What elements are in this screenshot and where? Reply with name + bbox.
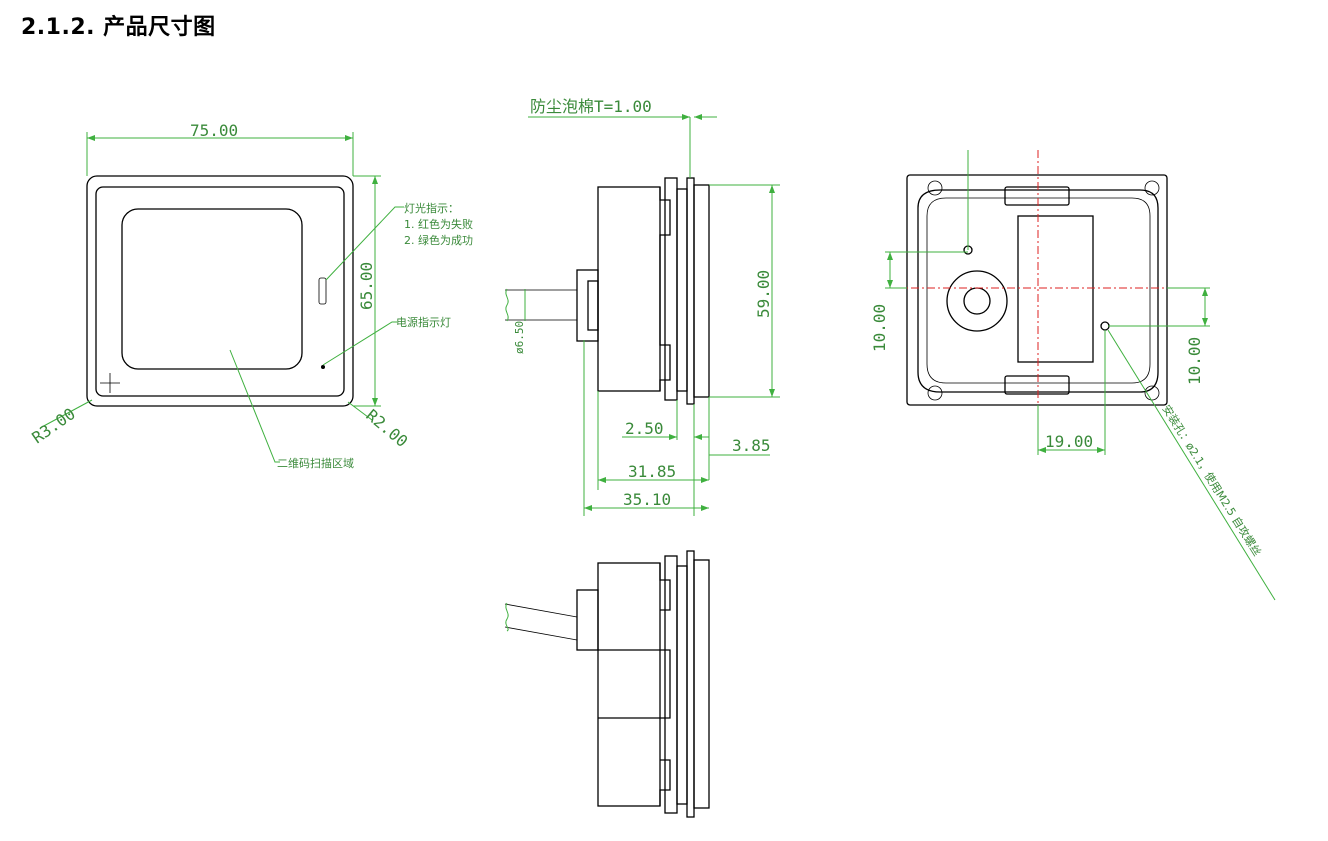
power-led-note: 电源指示灯 <box>396 315 451 329</box>
back-left-dim: 10.00 <box>870 304 889 352</box>
mount-hole-note: 安装孔：ø2.1，使用M2.5 自攻螺丝 <box>1159 402 1264 558</box>
dim-31-85: 31.85 <box>628 462 676 481</box>
light-note-1: 1. 红色为失败 <box>404 217 473 231</box>
side-view: 防尘泡棉T=1.00 59.00 ø6.50 2.50 3.85 31.85 3… <box>505 97 780 516</box>
dim-2-50: 2.50 <box>625 419 664 438</box>
cable-dia-dim: ø6.50 <box>513 321 526 354</box>
back-view: 10.00 10.00 19.00 安装孔：ø2.1，使用M2.5 自攻螺丝 <box>870 150 1276 601</box>
dim-35-10: 35.10 <box>623 490 671 509</box>
dim-3-85: 3.85 <box>732 436 771 455</box>
front-width-dim: 75.00 <box>190 121 238 140</box>
foam-note: 防尘泡棉T=1.00 <box>530 97 652 116</box>
front-view: 75.00 65.00 R3.00 R2.00 灯光指示： 1. 红色为失败 2… <box>28 121 473 470</box>
back-bottom-dim: 19.00 <box>1045 432 1093 451</box>
corner-left-dim: R3.00 <box>28 404 78 447</box>
corner-right-dim: R2.00 <box>362 406 411 452</box>
light-note-title: 灯光指示： <box>404 201 459 215</box>
section-heading: 2.1.2. 产品尺寸图 <box>21 15 216 40</box>
scan-area-note: 二维码扫描区域 <box>277 456 354 470</box>
side-height-dim: 59.00 <box>754 270 773 318</box>
side-view-alt <box>504 550 710 818</box>
light-note-2: 2. 绿色为成功 <box>404 233 473 247</box>
front-height-dim: 65.00 <box>357 262 376 310</box>
back-right-dim: 10.00 <box>1185 337 1204 385</box>
